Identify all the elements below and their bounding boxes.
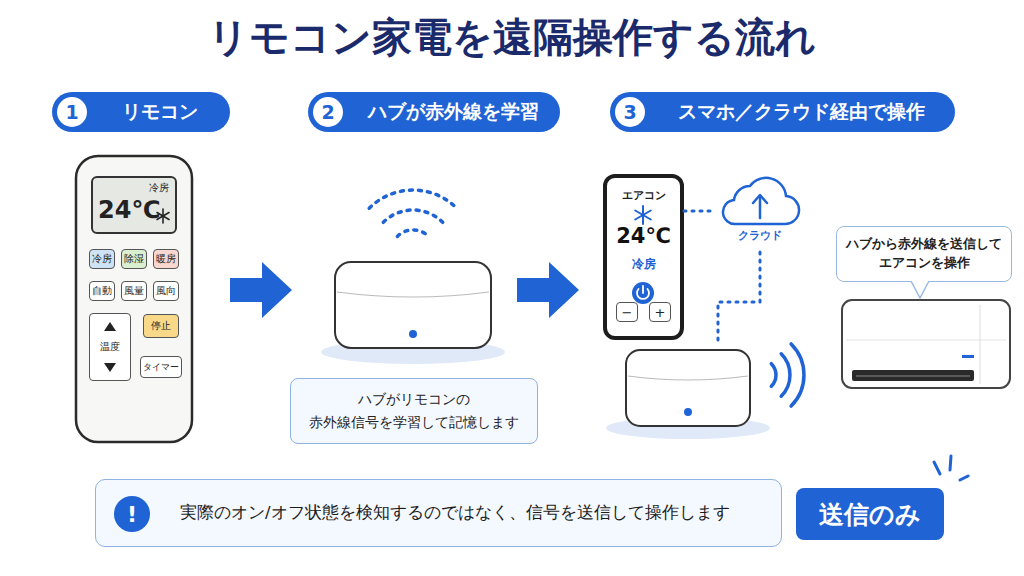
flow-arrow	[230, 262, 292, 318]
air-conditioner	[856, 376, 970, 377]
note-box: 実際のオン/オフ状態を検知するのではなく、信号を送信して操作します!	[95, 479, 782, 547]
accent-marks	[950, 456, 951, 470]
bubble-text: ハブから赤外線を送信して エアコンを操作	[846, 235, 1002, 273]
step-pill: ハブが赤外線を学習 2	[308, 92, 560, 132]
step-number: 3	[615, 97, 645, 127]
speech-bubble: ハブから赤外線を送信して エアコンを操作	[836, 226, 1012, 282]
remote-button: 風向	[153, 281, 179, 301]
bubble-pointer	[911, 280, 929, 298]
button-label: 自動	[92, 284, 112, 298]
air-conditioner	[852, 370, 974, 381]
display-text: 24℃	[98, 196, 160, 224]
remote-display: 冷房24℃	[91, 176, 177, 234]
hub-device	[337, 292, 489, 297]
wifi-waves	[397, 230, 428, 236]
hub-device	[606, 350, 770, 439]
step-number: 1	[57, 97, 87, 127]
step-pill: スマホ／クラウド経由で操作 3	[610, 92, 955, 132]
remote-button: 停止	[143, 314, 179, 338]
callout-number: 1	[65, 101, 78, 123]
callout-number: 3	[623, 101, 636, 123]
screen-text: 冷房	[607, 256, 680, 273]
cloud-shape	[723, 178, 799, 224]
button-label: タイマー	[143, 361, 179, 374]
callout-text: ハブがリモコンの 赤外線信号を学習して記憶します	[297, 388, 531, 434]
temperature-rocker: 温度	[89, 313, 131, 381]
button-label: 除湿	[124, 252, 144, 266]
diagram-title: リモコン家電を遠隔操作する流れ	[0, 10, 1024, 65]
remote-button: タイマー	[140, 356, 182, 378]
callout-box: ハブがリモコンの 赤外線信号を学習して記憶します	[290, 378, 538, 444]
screen-text: エアコン	[607, 188, 680, 203]
air-conditioner	[962, 355, 974, 358]
remote-button: 風量	[121, 281, 147, 301]
note-text: 実際のオン/オフ状態を検知するのではなく、信号を送信して操作します	[180, 502, 730, 524]
button-label: −	[622, 305, 633, 320]
wifi-waves	[383, 210, 442, 222]
remote-button: 冷房	[89, 249, 115, 269]
cloud-shape	[759, 196, 762, 218]
phone-screen: エアコン 24℃ 冷房 − +	[603, 174, 684, 340]
accent-marks	[960, 476, 968, 480]
phone-button: −	[616, 302, 638, 322]
bubble-pointer	[911, 281, 929, 298]
bubble-pointer	[911, 280, 929, 298]
air-conditioner	[842, 300, 1010, 388]
alert-icon: !	[114, 496, 150, 532]
button-label: 暖房	[156, 252, 176, 266]
button-label: 停止	[151, 319, 171, 333]
accent-marks	[934, 462, 940, 474]
cloud-link	[718, 252, 760, 346]
wifi-waves	[369, 190, 457, 236]
badge-button: 送信のみ	[796, 488, 944, 540]
cloud-label: クラウド	[712, 228, 808, 243]
ir-waves	[791, 344, 804, 406]
step-label: リモコン	[122, 99, 198, 125]
remote-button: 自動	[89, 281, 115, 301]
display-text: 冷房	[149, 181, 169, 195]
button-label: 風量	[124, 284, 144, 298]
dotted-connector	[684, 210, 712, 213]
button-label: 冷房	[92, 252, 112, 266]
button-label: 風向	[156, 284, 176, 298]
hub-device	[626, 350, 750, 426]
air-conditioner	[846, 340, 1006, 341]
ir-waves	[771, 364, 776, 387]
air-conditioner	[980, 305, 981, 384]
hub-device	[321, 262, 505, 364]
ir-waves	[781, 354, 790, 396]
air-conditioner	[842, 300, 1010, 388]
wifi-waves	[369, 190, 457, 208]
badge-text: 送信のみ	[819, 498, 921, 531]
alert-mark: !	[127, 502, 137, 527]
remote-body	[76, 156, 192, 442]
step-label: ハブが赤外線を学習	[368, 99, 539, 125]
step-pill: リモコン 1	[52, 92, 230, 132]
remote-button: 除湿	[121, 249, 147, 269]
step-label: スマホ／クラウド経由で操作	[678, 99, 925, 125]
callout-number: 2	[321, 101, 334, 123]
screen-text: 24℃	[607, 224, 680, 248]
hub-device	[684, 408, 692, 416]
button-label: 温度	[100, 340, 120, 354]
hub-device	[409, 330, 417, 338]
flow-arrow	[517, 262, 579, 318]
ir-waves	[771, 344, 804, 406]
accent-marks	[934, 456, 968, 480]
hub-device	[335, 262, 491, 348]
hub-device	[628, 376, 748, 380]
step-number: 2	[313, 97, 343, 127]
remote-button: 暖房	[153, 249, 179, 269]
cloud-shape	[753, 195, 767, 203]
button-label: +	[655, 305, 666, 320]
phone-button: +	[649, 302, 671, 322]
cloud-shape: クラウド	[712, 166, 808, 248]
